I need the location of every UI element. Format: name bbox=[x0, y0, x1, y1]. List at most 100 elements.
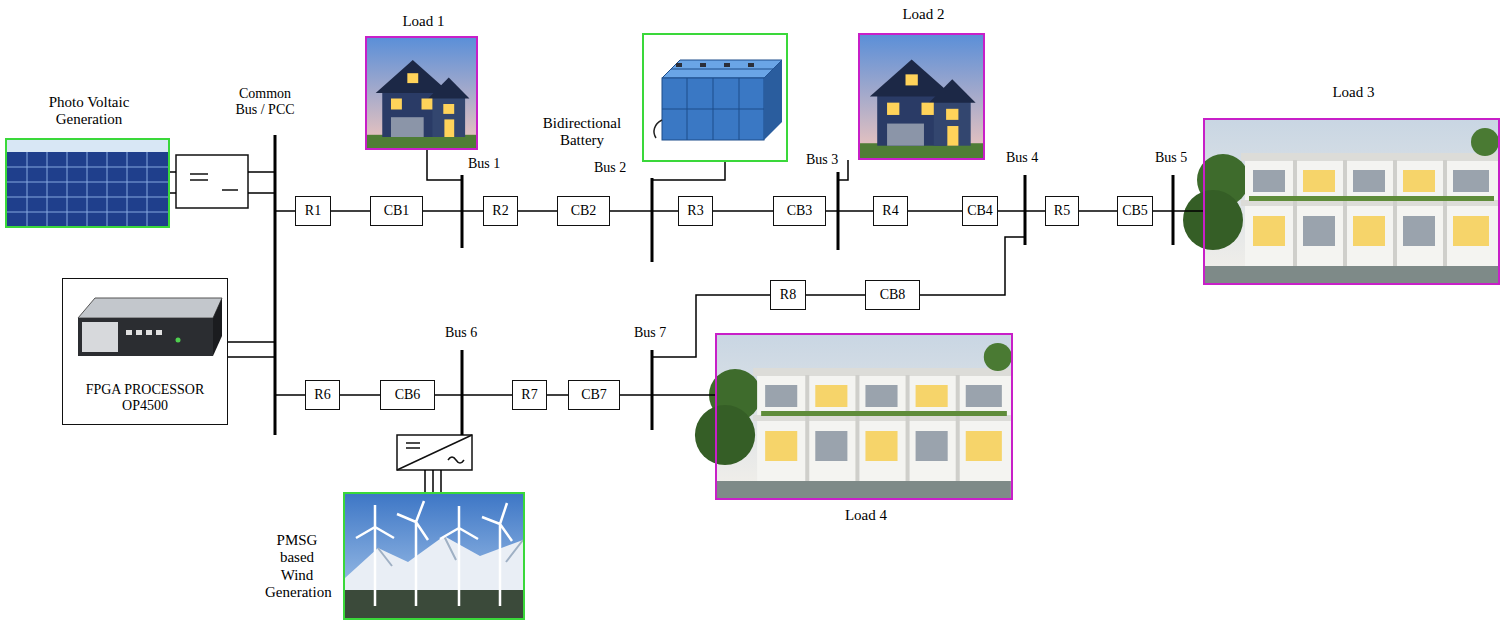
battery-picture bbox=[644, 35, 786, 160]
box-label: CB2 bbox=[571, 203, 597, 219]
processor-device-picture bbox=[126, 330, 132, 335]
node-heading: Load 3 bbox=[1205, 84, 1502, 101]
feeder-connector bbox=[435, 394, 512, 396]
feeder-connector bbox=[340, 394, 380, 396]
house-picture bbox=[367, 38, 476, 148]
box-label: R8 bbox=[780, 287, 796, 303]
relay-box: R7 bbox=[512, 380, 547, 410]
battery-picture bbox=[676, 63, 682, 67]
box-label: CB5 bbox=[1122, 203, 1148, 219]
dc-ac-converter-symbol bbox=[397, 435, 472, 470]
wind-farm-picture bbox=[345, 590, 523, 618]
breaker-box: CB4 bbox=[962, 196, 998, 226]
feeder-connector bbox=[998, 210, 1045, 212]
wind-farm-picture bbox=[345, 494, 523, 618]
wind-farm-picture bbox=[356, 505, 394, 606]
box-label: CB1 bbox=[384, 203, 410, 219]
breaker-box: CB6 bbox=[380, 380, 435, 410]
breaker-box: CB2 bbox=[557, 196, 610, 226]
relay-box: R2 bbox=[483, 196, 518, 226]
box-label: R4 bbox=[882, 203, 898, 219]
node-heading: Bidirectional Battery bbox=[532, 115, 632, 150]
box-label: R5 bbox=[1054, 203, 1070, 219]
battery-frame: Bidirectional Battery bbox=[642, 33, 788, 162]
relay-box: R5 bbox=[1045, 196, 1079, 226]
wind-source-frame: PMSG based Wind Generation bbox=[343, 492, 525, 620]
box-label: R6 bbox=[314, 387, 330, 403]
wind-farm-picture bbox=[345, 536, 523, 592]
relay-box: R1 bbox=[295, 196, 331, 226]
feeder-connector bbox=[331, 210, 370, 212]
box-label: CB7 bbox=[581, 387, 607, 403]
load-frame: Load 2 bbox=[858, 33, 985, 160]
wind-farm-picture bbox=[345, 494, 523, 618]
battery-picture bbox=[644, 35, 786, 160]
feeder-connector bbox=[423, 210, 483, 212]
bus-label: Bus 4 bbox=[1006, 150, 1038, 166]
node-heading: Load 2 bbox=[860, 6, 987, 23]
feeder-connector bbox=[547, 394, 568, 396]
box-label: R1 bbox=[305, 203, 321, 219]
bus-label: Bus 7 bbox=[634, 325, 666, 341]
feeder-wire bbox=[170, 150, 1203, 492]
box-label: CB6 bbox=[395, 387, 421, 403]
processor-device-picture bbox=[176, 338, 181, 343]
breaker-box: CB5 bbox=[1117, 196, 1153, 226]
box-label: CB8 bbox=[880, 287, 906, 303]
dc-dc-converter-symbol bbox=[190, 174, 238, 190]
node-heading: Load 1 bbox=[367, 13, 480, 30]
bus-label: Bus 3 bbox=[806, 152, 838, 168]
box-label: FPGA PROCESSOR OP4500 bbox=[71, 382, 219, 414]
dc-ac-converter-symbol bbox=[397, 435, 472, 470]
bus-label: Bus 6 bbox=[445, 325, 477, 341]
processor-device-picture bbox=[78, 298, 222, 356]
processor-device-picture bbox=[156, 330, 162, 335]
node-heading: Load 4 bbox=[717, 507, 1015, 524]
feeder-connector bbox=[713, 210, 773, 212]
feeder-connector bbox=[826, 210, 873, 212]
relay-box: R3 bbox=[678, 196, 713, 226]
breaker-box: CB7 bbox=[568, 380, 620, 410]
pv-panel-picture bbox=[7, 152, 168, 226]
battery-picture bbox=[654, 120, 662, 138]
bus-label: Bus 1 bbox=[468, 156, 500, 172]
dc-ac-converter-symbol bbox=[397, 435, 472, 470]
feeder-connector bbox=[610, 210, 678, 212]
load-frame: Load 1 bbox=[365, 36, 478, 150]
box-label: R3 bbox=[687, 203, 703, 219]
processor-device-picture bbox=[146, 330, 152, 335]
box-label: CB3 bbox=[787, 203, 813, 219]
wind-farm-picture bbox=[440, 506, 478, 606]
relay-box: R4 bbox=[873, 196, 908, 226]
battery-picture bbox=[764, 60, 782, 140]
load-frame: Load 3 bbox=[1203, 118, 1500, 285]
dc-dc-converter-symbol bbox=[176, 155, 248, 208]
pv-panel-picture bbox=[7, 140, 168, 226]
feeder-connector bbox=[908, 210, 962, 212]
terrace-housing-picture bbox=[695, 335, 1012, 498]
processor-device-picture bbox=[82, 322, 118, 352]
battery-picture bbox=[700, 63, 706, 67]
pv-source-frame: Photo Voltaic Generation bbox=[5, 138, 170, 228]
feeder-connector bbox=[806, 294, 865, 296]
dc-dc-converter-symbol bbox=[176, 155, 248, 208]
processor-box: FPGA PROCESSOR OP4500 bbox=[62, 278, 228, 425]
pv-panel-picture bbox=[7, 152, 168, 226]
node-heading: Photo Voltaic Generation bbox=[39, 94, 139, 129]
breaker-box: CB3 bbox=[773, 196, 826, 226]
processor-device-picture bbox=[78, 298, 222, 318]
bus-label: Bus 5 bbox=[1155, 150, 1187, 166]
battery-picture bbox=[662, 69, 773, 140]
breaker-box: CB1 bbox=[370, 196, 423, 226]
feeder-connector bbox=[1079, 210, 1117, 212]
bus-label: Bus 2 bbox=[594, 160, 626, 176]
wind-farm-picture bbox=[482, 503, 512, 606]
relay-box: R8 bbox=[770, 280, 806, 310]
processor-device-picture bbox=[136, 330, 142, 335]
terrace-housing-picture bbox=[1183, 120, 1499, 283]
box-label: CB4 bbox=[967, 203, 993, 219]
breaker-box: CB8 bbox=[865, 280, 920, 310]
